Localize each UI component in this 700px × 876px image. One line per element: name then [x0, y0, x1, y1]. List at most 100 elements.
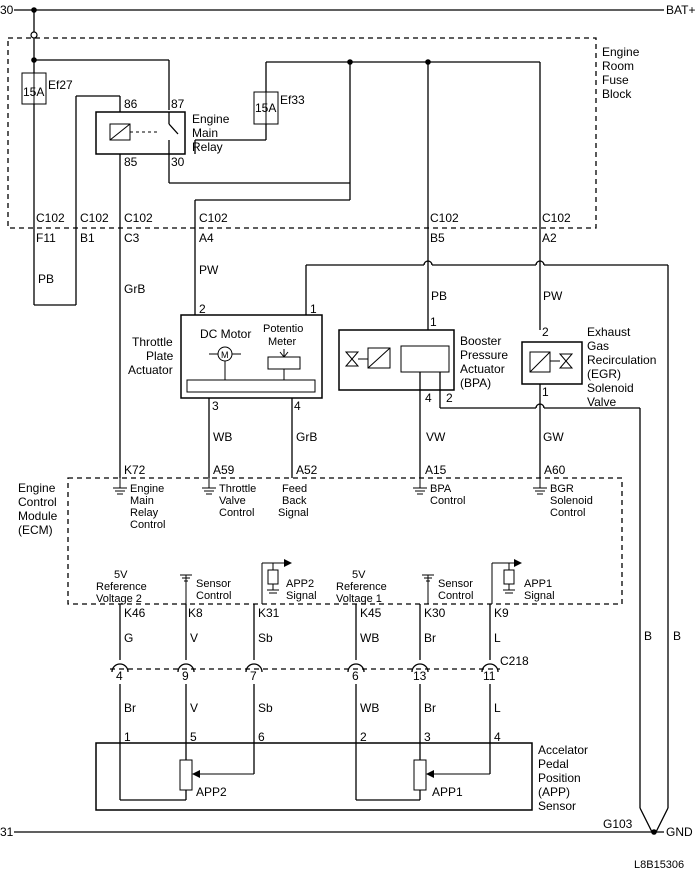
c102-pin-b1: B1 — [80, 231, 95, 245]
wire-color-wb-throttle: WB — [213, 430, 232, 444]
c102-pin-a2: A2 — [542, 231, 557, 245]
wire-color-c218-9: V — [190, 701, 198, 715]
ecm-pin-a52: A52 — [296, 463, 318, 477]
ecm-label-1: Engine — [18, 481, 56, 495]
fuse-block-supply — [30, 10, 170, 110]
ecm-pin-k45: K45 — [360, 606, 382, 620]
relay-pin-30: 30 — [171, 155, 185, 169]
ecm-pin-k30: K30 — [424, 606, 446, 620]
app-pin-4: 4 — [494, 730, 501, 744]
gnd-label: GND — [666, 825, 693, 839]
ef33-name: Ef33 — [280, 93, 305, 107]
ecm-k72-desc-4: Control — [130, 519, 165, 531]
dc-motor-symbol: M — [221, 350, 229, 360]
ecm-pin-k8: K8 — [188, 606, 203, 620]
ecm-k31-desc-2: Signal — [286, 590, 317, 602]
c102-pin-c3: C3 — [124, 231, 140, 245]
fuse-block-label-3: Fuse — [602, 73, 629, 87]
egr-pin-1: 1 — [542, 385, 549, 399]
bat-plus-label: BAT+ — [666, 3, 695, 17]
ecm-a60-desc-3: Control — [550, 507, 585, 519]
figure-code: L8B15306 — [634, 859, 684, 871]
app-pin-3: 3 — [424, 730, 431, 744]
egr-pin-2: 2 — [542, 325, 549, 339]
c102-b5-name: C102 — [430, 211, 459, 225]
ecm-k45-desc-3: Voltage 1 — [336, 593, 382, 605]
relay-pin-87: 87 — [171, 97, 185, 111]
c218-name: C218 — [500, 654, 529, 668]
ecm-k31-desc-1: APP2 — [286, 578, 314, 590]
engine-room-fuse-block: Engine Room Fuse Block — [7, 37, 640, 229]
relay-label-1: Engine — [192, 112, 230, 126]
c218-pin-6: 6 — [352, 669, 359, 683]
app-label-5: Sensor — [538, 799, 576, 813]
bpa-label-2: Pressure — [460, 348, 508, 362]
ecm-a15-desc-2: Control — [430, 495, 465, 507]
wire-color-pw-a4: PW — [199, 263, 219, 277]
wire-color-b-left: B — [644, 629, 652, 643]
c102-pin-a4: A4 — [199, 231, 214, 245]
c218-pin-7: 7 — [250, 669, 257, 683]
throttle-pin-4: 4 — [294, 399, 301, 413]
fuse-block-label-1: Engine — [602, 45, 640, 59]
app-label-4: (APP) — [538, 785, 570, 799]
throttle-label-3: Actuator — [128, 363, 173, 377]
wire-color-pb-b5: PB — [431, 289, 447, 303]
egr-label-6: Valve — [587, 395, 616, 409]
ecm-lower-pins: K46 K8 K31 K45 K30 K9 G V Sb WB Br L — [119, 604, 509, 660]
app-sensor: 1 5 6 2 3 4 APP2 APP1 Accelator Pedal Po… — [95, 730, 588, 813]
c218-pin-4: 4 — [116, 669, 123, 683]
wire-color-b-right: B — [673, 629, 681, 643]
bpa-pin-2: 2 — [446, 391, 453, 405]
app-pin-6: 6 — [258, 730, 265, 744]
ecm-a52-desc-2: Back — [282, 495, 307, 507]
ecm-a52-desc-1: Feed — [282, 483, 307, 495]
ecm-k30-desc-1: Sensor — [438, 578, 473, 590]
ecm-a59-desc-3: Control — [219, 507, 254, 519]
wire-color-k45: WB — [360, 631, 379, 645]
ecm-k30-desc-2: Control — [438, 590, 473, 602]
ecm-a60-desc-1: BGR — [550, 483, 574, 495]
ground-g103-label: G103 — [603, 817, 633, 831]
wire-color-gw-egr: GW — [543, 430, 564, 444]
wire-color-c218-7: Sb — [258, 701, 273, 715]
app-pin-1: 1 — [124, 730, 131, 744]
relay-label-3: Relay — [192, 140, 223, 154]
wire-color-grb-c3: GrB — [124, 282, 145, 296]
throttle-pin1-wire — [305, 260, 669, 808]
ecm-a60-desc-2: Solenoid — [550, 495, 593, 507]
fuse-ef33: Ef33 15A — [194, 59, 541, 330]
bpa-label-4: (BPA) — [460, 376, 491, 390]
rail-31-label: 31 — [0, 825, 14, 839]
throttle-pin-2: 2 — [199, 302, 206, 316]
app-label-2: Pedal — [538, 757, 569, 771]
relay-label-2: Main — [192, 126, 218, 140]
wire-color-k46: G — [124, 631, 133, 645]
wire-color-pw-a2: PW — [543, 289, 563, 303]
ef33-rating: 15A — [255, 101, 276, 115]
ecm-k72-desc-1: Engine — [130, 483, 164, 495]
fuse-ef27: Ef27 15A — [21, 60, 73, 305]
ecm-k46-desc-1: 5V — [114, 569, 128, 581]
wire-color-k30: Br — [424, 631, 436, 645]
wire-color-c218-6: WB — [360, 701, 379, 715]
ecm-lower-circuits: 5V Reference Voltage 2 Sensor Control AP… — [96, 559, 555, 605]
throttle-label-1: Throttle — [132, 335, 173, 349]
ecm-k9-desc-1: APP1 — [524, 578, 552, 590]
ecm-k46-desc-2: Reference — [96, 581, 147, 593]
wire-color-k31: Sb — [258, 631, 273, 645]
ecm-label-3: Module — [18, 509, 58, 523]
throttle-pin-3: 3 — [212, 399, 219, 413]
ecm-k45-desc-1: 5V — [352, 569, 366, 581]
bpa-pin-1: 1 — [430, 315, 437, 329]
c218-connector: C218 4 9 7 6 13 11 Br V Sb WB Br L — [110, 654, 529, 743]
potentio-meter-label-2: Meter — [268, 336, 296, 348]
engine-main-relay: 86 87 85 30 Engine Main Relay — [95, 97, 230, 169]
c102-pin-f11: F11 — [36, 231, 56, 245]
ecm-upper-pins: K72 A59 A52 A15 A60 Engine Main Relay Co… — [113, 463, 593, 531]
c218-pin-11: 11 — [483, 669, 496, 683]
ecm-label-2: Control — [18, 495, 57, 509]
app-pin-5: 5 — [190, 730, 197, 744]
ecm-pin-k31: K31 — [258, 606, 280, 620]
